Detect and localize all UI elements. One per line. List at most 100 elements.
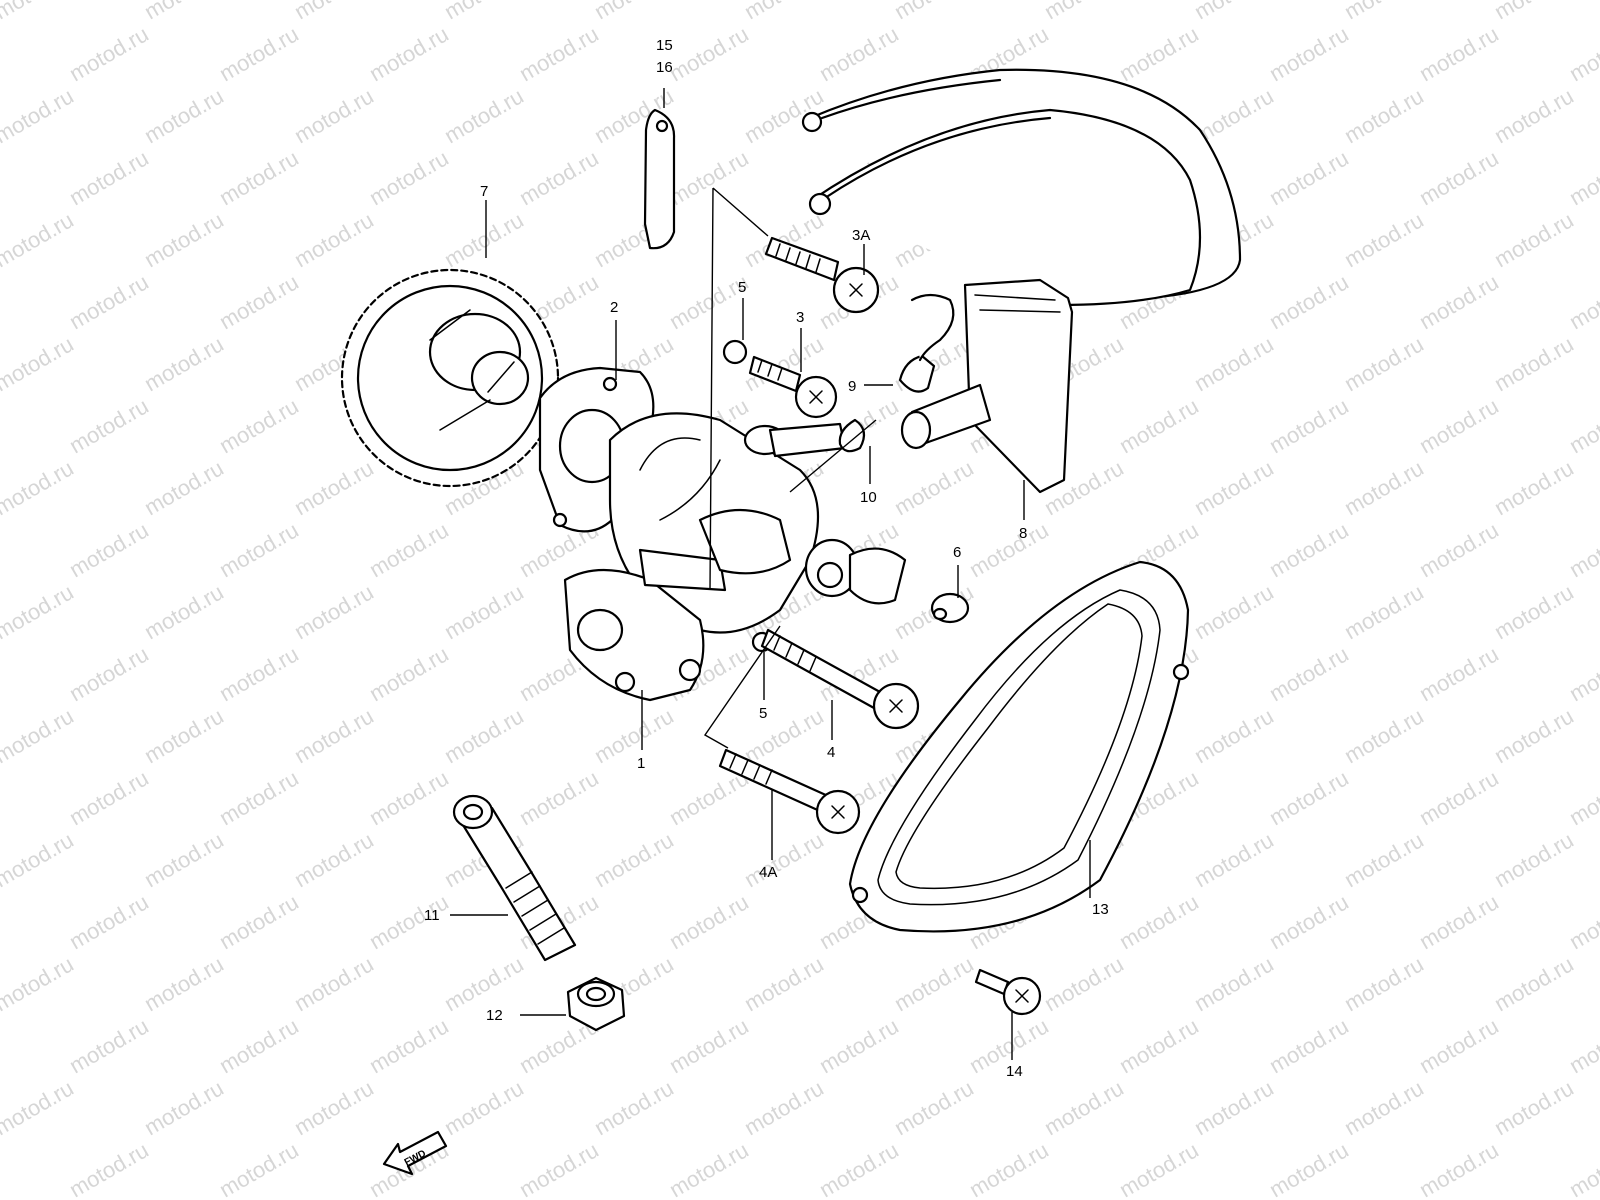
watermark-text: motod.ru — [1115, 1137, 1203, 1200]
clamp-part-15-16 — [643, 108, 676, 250]
watermark-text: motod.ru — [0, 145, 3, 210]
watermark-text: motod.ru — [65, 145, 153, 210]
callout-11: 11 — [424, 907, 440, 924]
gear-part-7 — [340, 268, 560, 488]
watermark-text: motod.ru — [1340, 207, 1428, 272]
watermark-text: motod.ru — [890, 0, 978, 24]
watermark-text: motod.ru — [290, 0, 378, 24]
watermark-text: motod.ru — [1265, 765, 1353, 830]
watermark-text: motod.ru — [1490, 827, 1578, 892]
watermark-text: motod.ru — [515, 1137, 603, 1200]
watermark-text: motod.ru — [1040, 0, 1128, 24]
watermark-text: motod.ru — [140, 703, 228, 768]
watermark-text: motod.ru — [1115, 1013, 1203, 1078]
watermark-text: motod.ru — [215, 21, 303, 86]
bolt-part-4a — [718, 748, 861, 835]
watermark-text: motod.ru — [1190, 579, 1278, 644]
watermark-text: motod.ru — [440, 579, 528, 644]
watermark-text: motod.ru — [1265, 517, 1353, 582]
watermark-text: motod.ru — [440, 951, 528, 1016]
watermark-text: motod.ru — [140, 579, 228, 644]
watermark-text: motod.ru — [515, 21, 603, 86]
watermark-text: motod.ru — [1415, 517, 1503, 582]
watermark-text: motod.ru — [440, 207, 528, 272]
watermark-text: motod.ru — [1265, 641, 1353, 706]
watermark-text: motod.ru — [0, 951, 78, 1016]
watermark-text: motod.ru — [0, 765, 3, 830]
watermark-text: motod.ru — [965, 1137, 1053, 1200]
watermark-text: motod.ru — [1415, 1013, 1503, 1078]
watermark-text: motod.ru — [665, 21, 753, 86]
watermark-text: motod.ru — [290, 579, 378, 644]
watermark-text: motod.ru — [815, 1013, 903, 1078]
watermark-text: motod.ru — [215, 269, 303, 334]
watermark-text: motod.ru — [0, 703, 78, 768]
callout-15: 15 — [656, 37, 673, 54]
watermark-text: motod.ru — [65, 1137, 153, 1200]
callout-12: 12 — [486, 1007, 503, 1024]
watermark-text: motod.ru — [740, 703, 828, 768]
watermark-text: motod.ru — [365, 517, 453, 582]
watermark-text: motod.ru — [1565, 517, 1600, 582]
watermark-text: motod.ru — [1265, 1137, 1353, 1200]
watermark-text: motod.ru — [1190, 331, 1278, 396]
watermark-text: motod.ru — [1565, 641, 1600, 706]
watermark-text: motod.ru — [890, 455, 978, 520]
watermark-text: motod.ru — [1490, 83, 1578, 148]
watermark-text: motod.ru — [665, 889, 753, 954]
watermark-text: motod.ru — [1340, 1075, 1428, 1140]
watermark-text: motod.ru — [1190, 703, 1278, 768]
callout-13: 13 — [1092, 901, 1109, 918]
watermark-text: motod.ru — [215, 517, 303, 582]
callout-1: 1 — [637, 755, 645, 772]
watermark-text: motod.ru — [290, 1075, 378, 1140]
clip-part-10 — [838, 418, 866, 453]
watermark-text: motod.ru — [440, 83, 528, 148]
watermark-text: motod.ru — [1040, 951, 1128, 1016]
watermark-text: motod.ru — [1040, 1075, 1128, 1140]
watermark-text: motod.ru — [140, 331, 228, 396]
callout-10: 10 — [860, 489, 877, 506]
watermark-text: motod.ru — [965, 517, 1053, 582]
watermark-text: motod.ru — [215, 145, 303, 210]
watermark-text: motod.ru — [365, 765, 453, 830]
watermark-text: motod.ru — [1340, 0, 1428, 24]
watermark-text: motod.ru — [740, 951, 828, 1016]
watermark-text: motod.ru — [1415, 765, 1503, 830]
watermark-text: motod.ru — [1490, 703, 1578, 768]
watermark-text: motod.ru — [1265, 889, 1353, 954]
watermark-text: motod.ru — [1490, 0, 1578, 24]
watermark-text: motod.ru — [1340, 703, 1428, 768]
watermark-text: motod.ru — [0, 393, 3, 458]
gasket-part-2 — [538, 366, 655, 533]
watermark-text: motod.ru — [1340, 951, 1428, 1016]
watermark-text: motod.ru — [1265, 1013, 1353, 1078]
watermark-text: motod.ru — [0, 827, 78, 892]
callout-3: 3 — [796, 309, 804, 326]
watermark-text: motod.ru — [65, 21, 153, 86]
watermark-text: motod.ru — [1415, 393, 1503, 458]
watermark-text: motod.ru — [1490, 331, 1578, 396]
watermark-text: motod.ru — [1415, 145, 1503, 210]
watermark-text: motod.ru — [1565, 765, 1600, 830]
watermark-text: motod.ru — [65, 641, 153, 706]
callout-8: 8 — [1019, 525, 1027, 542]
watermark-text: motod.ru — [1265, 21, 1353, 86]
watermark-text: motod.ru — [1265, 269, 1353, 334]
watermark-text: motod.ru — [440, 1075, 528, 1140]
watermark-text: motod.ru — [0, 641, 3, 706]
watermark-text: motod.ru — [215, 641, 303, 706]
callout-7: 7 — [480, 183, 488, 200]
watermark-text: motod.ru — [140, 207, 228, 272]
watermark-text: motod.ru — [65, 517, 153, 582]
watermark-text: motod.ru — [65, 269, 153, 334]
callout-14: 14 — [1006, 1063, 1023, 1080]
watermark-text: motod.ru — [665, 145, 753, 210]
watermark-text: motod.ru — [0, 83, 78, 148]
watermark-text: motod.ru — [1190, 455, 1278, 520]
watermark-text: motod.ru — [1565, 269, 1600, 334]
watermark-text: motod.ru — [215, 1137, 303, 1200]
watermark-text: motod.ru — [1265, 393, 1353, 458]
